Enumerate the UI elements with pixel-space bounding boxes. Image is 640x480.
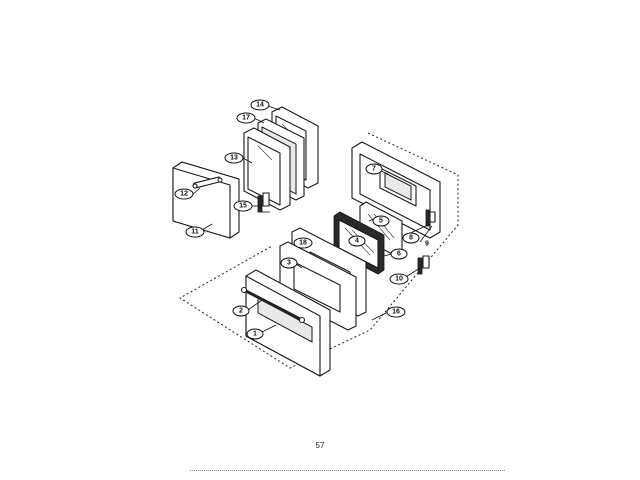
callout-13: 13: [224, 152, 244, 164]
assembly-16-outline: [179, 132, 459, 369]
callout-9: 9: [425, 241, 429, 248]
callout-6: 6: [390, 248, 408, 260]
part-3-panel: [279, 241, 357, 331]
callout-8-label: 8: [409, 235, 413, 242]
callout-17-label: 17: [242, 115, 250, 122]
callout-10: 10: [389, 273, 409, 285]
part-10-hinge: [417, 255, 430, 275]
callout-16: 16: [386, 306, 406, 318]
part-15-hinge: [257, 192, 270, 213]
callout-17: 17: [236, 112, 256, 124]
callout-18: 18: [293, 237, 313, 249]
callout-12-label: 12: [180, 191, 188, 198]
callout-15: 15: [233, 200, 253, 212]
part-13-inner-door: [243, 127, 291, 211]
callout-4: 4: [348, 235, 366, 247]
part-11-outer-door: [172, 161, 240, 239]
callout-9-label: 9: [425, 241, 429, 248]
upper-door-assembly: [172, 106, 319, 239]
part-8-latch: [425, 209, 436, 227]
callout-3-label: 3: [287, 260, 291, 267]
callout-3: 3: [280, 257, 298, 269]
callout-10-label: 10: [395, 276, 403, 283]
callout-5: 5: [372, 215, 390, 227]
page-number: 57: [315, 441, 325, 450]
part-12-handle: [192, 176, 223, 189]
callout-7-label: 7: [372, 166, 376, 173]
callout-14: 14: [250, 99, 270, 111]
callout-1: 1: [246, 328, 264, 340]
callout-2: 2: [232, 305, 250, 317]
callout-1-label: 1: [253, 331, 257, 338]
callout-4-label: 4: [355, 238, 359, 245]
scan-artifact-line: [190, 470, 505, 471]
callout-14-label: 14: [256, 102, 264, 109]
callout-15-label: 15: [239, 203, 247, 210]
callout-11-label: 11: [191, 229, 199, 236]
callout-5-label: 5: [379, 218, 383, 225]
callout-18-label: 18: [299, 240, 307, 247]
callout-12: 12: [174, 188, 194, 200]
callout-2-label: 2: [239, 308, 243, 315]
callout-7: 7: [365, 163, 383, 175]
callout-13-label: 13: [230, 155, 238, 162]
callout-11: 11: [185, 226, 205, 238]
part-2-handle: [240, 286, 306, 324]
callout-8: 8: [402, 232, 420, 244]
callout-16-label: 16: [392, 309, 400, 316]
callout-6-label: 6: [397, 251, 401, 258]
